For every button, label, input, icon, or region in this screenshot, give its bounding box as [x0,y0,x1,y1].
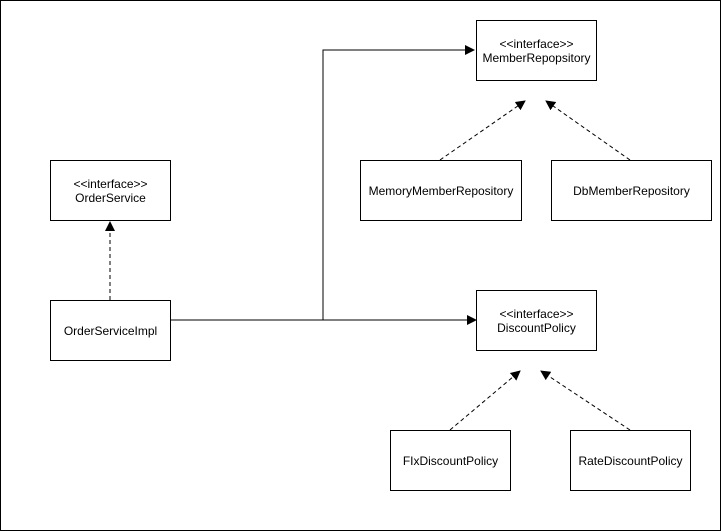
stereotype-label: <<interface>> [499,306,574,321]
stereotype-label: <<interface>> [73,176,148,191]
class-name-label: RateDiscountPolicy [578,453,683,468]
class-name-label: MemberRepopsitory [482,50,591,65]
class-name-label: OrderService [75,190,146,205]
member-repository-interface-box[interactable]: <<interface>> MemberRepopsitory [476,20,597,81]
edge-ratediscountpolicy-to-discountpolicy [540,370,631,431]
class-name-label: DbMemberRepository [573,183,690,198]
memory-member-repository-box[interactable]: MemoryMemberRepository [360,160,522,221]
order-service-impl-box[interactable]: OrderServiceImpl [50,300,171,361]
order-service-interface-box[interactable]: <<interface>> OrderService [50,160,171,221]
class-name-label: OrderServiceImpl [63,323,158,338]
edge-dbmemberrepository-to-memberrepository [545,100,631,161]
class-name-label: MemoryMemberRepository [368,183,514,198]
edge-memorymemberrepository-to-memberrepository [439,100,526,161]
class-name-label: FIxDiscountPolicy [402,453,499,468]
stereotype-label: <<interface>> [499,36,574,51]
class-name-label: DiscountPolicy [497,320,576,335]
edge-orderserviceimpl-to-memberrepository [170,45,475,321]
fix-discount-policy-box[interactable]: FIxDiscountPolicy [390,430,511,491]
discount-policy-interface-box[interactable]: <<interface>> DiscountPolicy [476,290,597,351]
edge-fixdiscountpolicy-to-discountpolicy [449,370,521,431]
db-member-repository-box[interactable]: DbMemberRepository [551,160,712,221]
rate-discount-policy-box[interactable]: RateDiscountPolicy [570,430,691,491]
